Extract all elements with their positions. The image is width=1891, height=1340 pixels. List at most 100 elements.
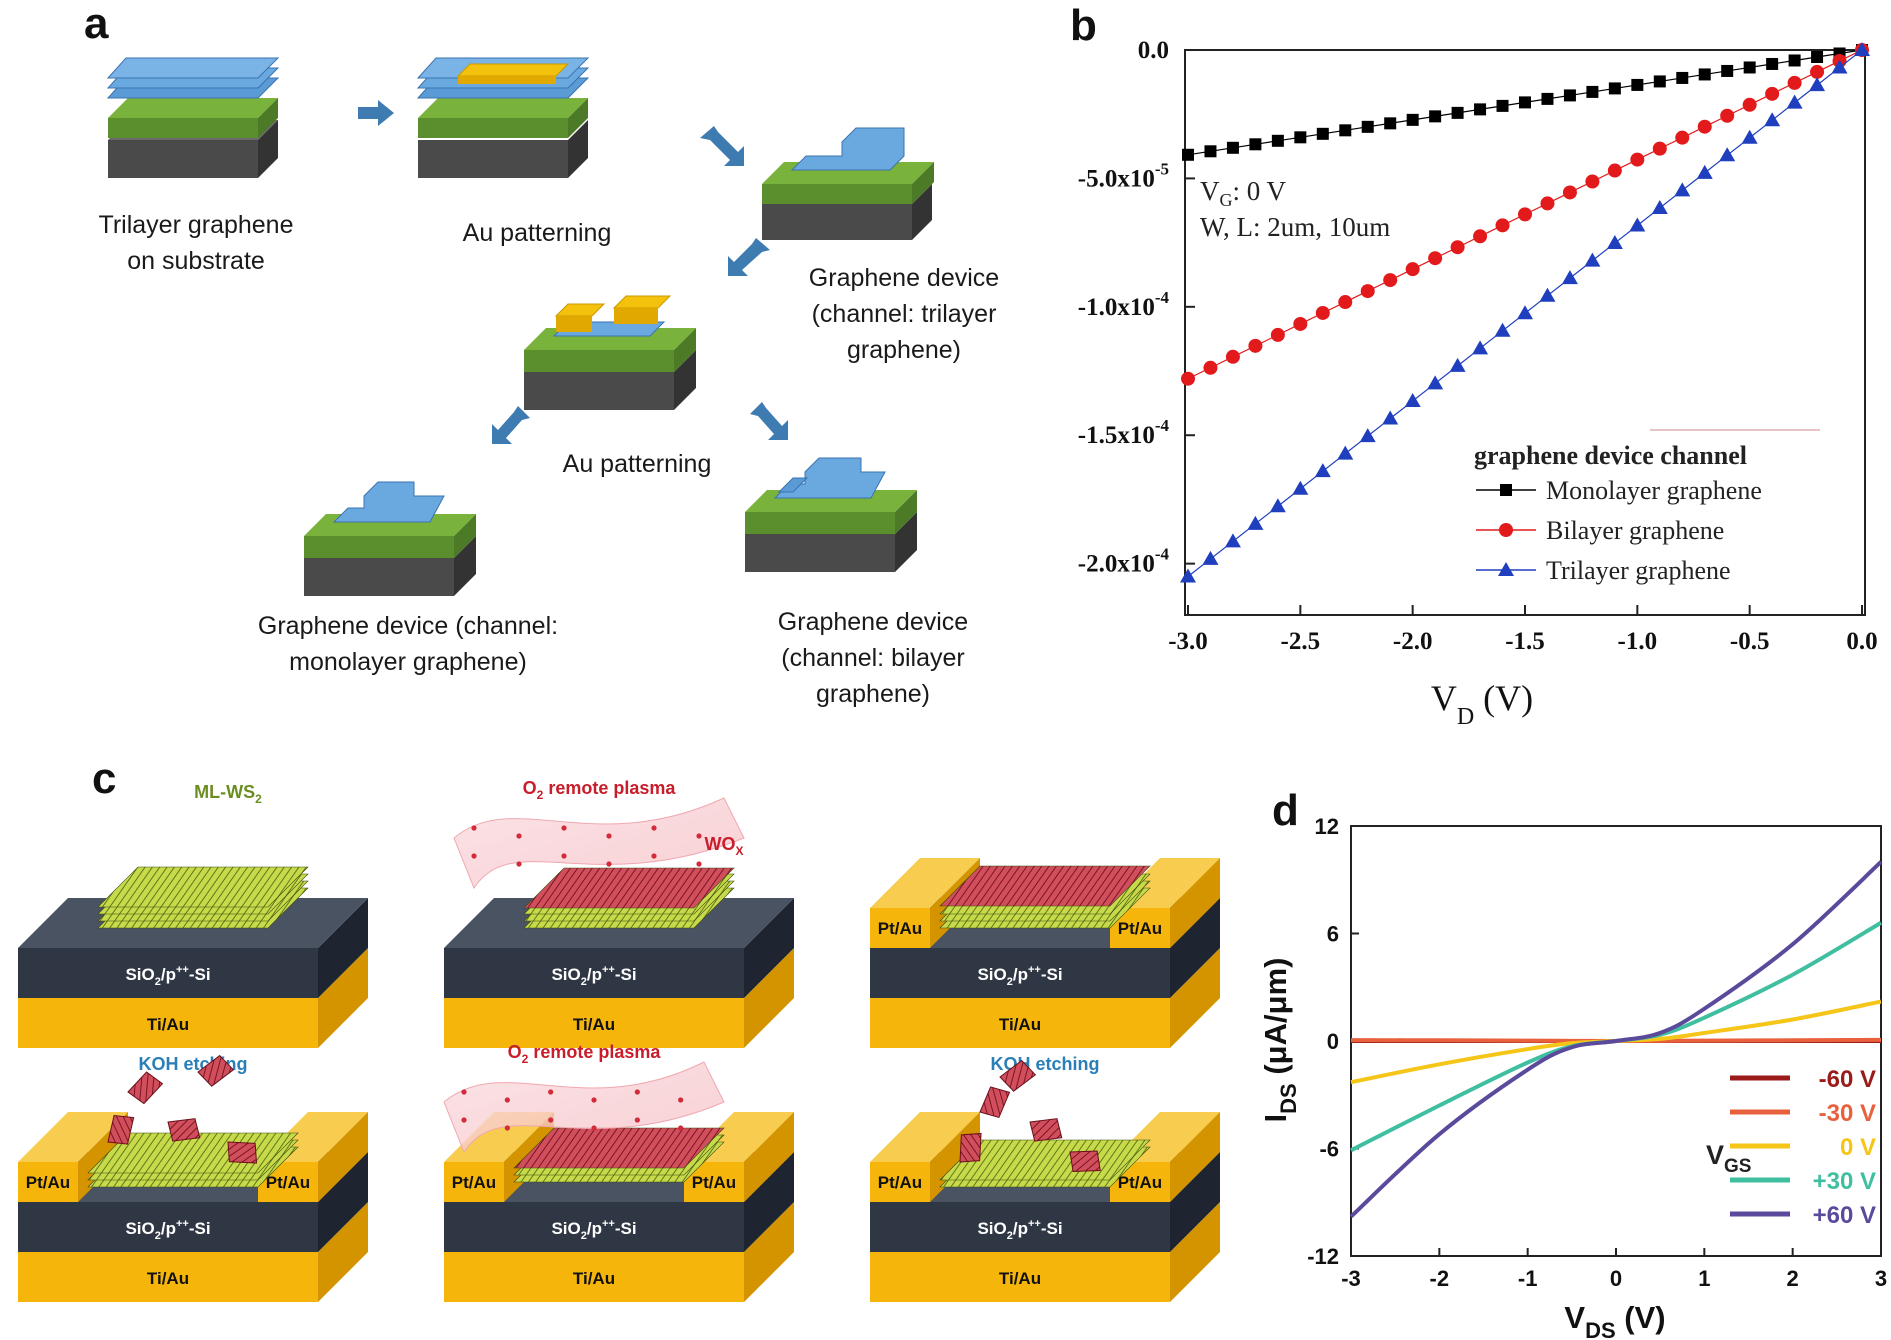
- legend-marker-triangle: [1498, 562, 1514, 576]
- plasma-dot: [696, 833, 702, 839]
- ws2-flake: [97, 866, 309, 908]
- data-point-triangle: [1269, 498, 1286, 513]
- wox-flake: [513, 1127, 725, 1169]
- sio2-label: SiO2/p++-Si: [125, 964, 210, 988]
- wox-fragment: [1029, 1118, 1063, 1142]
- legend-label: +30 V: [1813, 1168, 1876, 1195]
- x-tick-label: -2: [1430, 1266, 1450, 1291]
- legend-label: -30 V: [1819, 1100, 1876, 1127]
- plasma-dot: [634, 1117, 640, 1123]
- data-point-square: [1384, 117, 1397, 130]
- pt-au-right-label: Pt/Au: [1118, 919, 1162, 938]
- data-point-square: [1811, 50, 1824, 63]
- plasma-dot: [606, 833, 612, 839]
- data-point-square: [1226, 141, 1239, 154]
- legend-label: Bilayer graphene: [1546, 516, 1724, 545]
- data-point-triangle: [1337, 445, 1354, 460]
- data-point-square: [1451, 106, 1464, 119]
- stack-device-trilayer: [762, 127, 934, 240]
- data-point-square: [1676, 71, 1689, 84]
- panel-a: a Trilayer graphene on substrate: [84, 0, 999, 708]
- data-point-triangle: [1359, 428, 1376, 443]
- plot-d-xlabel: VDS (V): [1564, 1300, 1665, 1340]
- data-point-circle: [1315, 305, 1330, 320]
- data-point-circle: [1675, 130, 1690, 145]
- data-point-circle: [1203, 360, 1218, 375]
- arrow-icon-3: [728, 238, 770, 276]
- pt-au-left-label: Pt/Au: [878, 1173, 922, 1192]
- arrow-icon-4: [492, 406, 530, 444]
- data-point-circle: [1181, 371, 1195, 386]
- ti-au-side: [318, 948, 368, 1048]
- data-point-square: [1698, 68, 1711, 81]
- panel-d-letter: d: [1272, 786, 1299, 835]
- data-point-square: [1586, 85, 1599, 98]
- data-point-triangle: [1382, 410, 1399, 425]
- data-point-square: [1631, 78, 1644, 91]
- wox-flake: [939, 865, 1151, 907]
- data-point-square: [1361, 120, 1374, 133]
- electrode-left-top: [870, 1112, 980, 1162]
- data-point-square: [1271, 134, 1284, 147]
- data-point-triangle: [1696, 164, 1713, 179]
- plasma-dot: [606, 861, 612, 867]
- plasma-dot: [634, 1089, 640, 1095]
- electrode-left-front: [18, 1162, 78, 1202]
- data-point-square: [1474, 103, 1487, 116]
- pt-au-right-label: Pt/Au: [1118, 1173, 1162, 1192]
- sio2-label: SiO2/p++-Si: [125, 1218, 210, 1242]
- data-point-triangle: [1314, 463, 1331, 478]
- data-point-square: [1608, 82, 1621, 95]
- y-tick-label: -1.0x10-4: [1078, 288, 1170, 321]
- x-tick-label: -1.5: [1505, 628, 1545, 655]
- x-tick-label: 0: [1610, 1266, 1622, 1291]
- ti-au-front: [18, 998, 318, 1048]
- data-point-triangle: [1809, 77, 1826, 92]
- sio2-side: [318, 898, 368, 998]
- electrode-right-side: [1170, 1112, 1220, 1202]
- plasma-dot: [516, 861, 522, 867]
- data-point-triangle: [1854, 42, 1870, 56]
- data-point-triangle: [1831, 59, 1848, 74]
- series-line: [1349, 860, 1883, 1219]
- sio2-front: [444, 948, 744, 998]
- legend-label: +60 V: [1813, 1202, 1876, 1229]
- x-tick-label: -2.5: [1281, 628, 1321, 655]
- data-point-square: [1563, 89, 1576, 102]
- legend-label: 0 V: [1840, 1134, 1876, 1161]
- ti-au-side: [1170, 948, 1220, 1048]
- sio2-label: SiO2/p++-Si: [977, 1218, 1062, 1242]
- panel-a-letter: a: [84, 0, 109, 48]
- data-point-triangle: [1202, 550, 1219, 565]
- plot-b-series: [1180, 42, 1870, 583]
- y-tick-label: 6: [1327, 922, 1339, 947]
- o2-plasma-label: O2 remote plasma: [508, 1042, 662, 1066]
- data-point-square: [1788, 54, 1801, 67]
- data-point-circle: [1562, 185, 1577, 200]
- legend-marker-square: [1500, 484, 1512, 496]
- wox-fragment: [167, 1118, 201, 1142]
- data-point-circle: [1607, 163, 1622, 178]
- x-tick-label: 3: [1875, 1266, 1887, 1291]
- data-point-circle: [1405, 262, 1420, 277]
- data-point-triangle: [1427, 375, 1444, 390]
- legend-label: -60 V: [1819, 1066, 1876, 1093]
- electrode-right-side: [318, 1112, 368, 1202]
- sio2-side: [1170, 898, 1220, 998]
- caption-device-trilayer-3: graphene): [847, 336, 961, 364]
- plot-b-xlabel: VD (V): [1431, 678, 1533, 730]
- plasma-dot: [651, 825, 657, 831]
- ml-ws2-label: ML-WS2: [194, 782, 262, 806]
- plasma-dot: [696, 861, 702, 867]
- plasma-dot: [504, 1125, 510, 1131]
- o2-plasma-label: O2 remote plasma: [523, 778, 677, 802]
- data-point-triangle: [1741, 129, 1758, 144]
- data-point-circle: [1697, 119, 1712, 134]
- data-point-circle: [1787, 75, 1802, 90]
- caption-device-trilayer-2: (channel: trilayer: [812, 300, 997, 328]
